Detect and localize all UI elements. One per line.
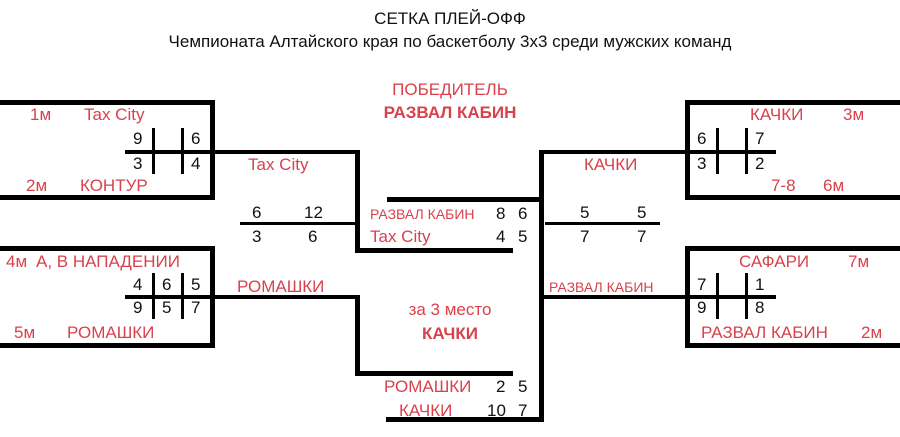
score: 2 (496, 377, 506, 396)
score: 6 (518, 204, 528, 223)
score: 9 (133, 129, 143, 148)
score: 7 (637, 227, 647, 246)
team-name: РАЗВАЛ КАБИН (701, 323, 828, 342)
bracket-line (539, 295, 689, 299)
bracket-line (387, 197, 543, 202)
team-seed: 1м (30, 105, 52, 124)
score: 5 (518, 227, 528, 246)
bracket-line (685, 246, 900, 251)
bracket-line (125, 150, 360, 154)
score: 5 (162, 298, 172, 317)
advancing-team: КАЧКИ (584, 155, 638, 174)
team-seed: 6м (823, 176, 845, 195)
score: 8 (755, 298, 765, 317)
bracket-line (745, 273, 748, 319)
score: 5 (518, 377, 528, 396)
team-name: КОНТУР (80, 176, 148, 195)
advancing-team: РАЗВАЛ КАБИН (549, 279, 654, 295)
team-seed: 2м (861, 323, 883, 342)
bracket-line (355, 150, 360, 253)
team-name: 7-8 (771, 176, 796, 195)
bracket-line (125, 295, 360, 299)
score: 2 (755, 154, 765, 173)
score: 6 (697, 129, 707, 148)
bracket-line (0, 100, 215, 105)
bracket-line (240, 222, 358, 225)
third-place-label: за 3 место (408, 300, 492, 319)
third-match-team: РОМАШКИ (384, 377, 472, 396)
final-team: РАЗВАЛ КАБИН (370, 206, 475, 222)
bracket-line (685, 100, 900, 105)
final-team: Tax City (370, 227, 431, 246)
score: 3 (697, 154, 707, 173)
bracket-line (685, 343, 900, 348)
team-seed: 3м (843, 105, 865, 124)
score: 7 (191, 298, 201, 317)
score: 6 (252, 203, 262, 222)
team-seed: 7м (848, 252, 870, 271)
third-place-team: КАЧКИ (422, 324, 478, 343)
score: 5 (191, 275, 201, 294)
bracket-line (355, 371, 513, 376)
bracket-line (685, 295, 776, 299)
score: 5 (580, 203, 590, 222)
score: 6 (308, 227, 318, 246)
team-seed: 2м (26, 176, 48, 195)
team-name: КАЧКИ (750, 105, 804, 124)
bracket-line (716, 273, 719, 319)
bracket-line (152, 273, 155, 319)
score: 6 (162, 275, 172, 294)
winner-label: ПОБЕДИТЕЛЬ (392, 80, 508, 99)
advancing-team: Tax City (248, 155, 309, 174)
bracket-line (355, 295, 360, 376)
team-name: САФАРИ (739, 252, 810, 271)
team-seed: 4м (6, 252, 28, 271)
team-name: А, В НАПАДЕНИИ (36, 252, 180, 271)
bracket-line (745, 128, 748, 174)
score: 1 (755, 275, 765, 294)
bracket-line (0, 343, 215, 348)
score: 6 (191, 129, 201, 148)
bracket-line (685, 150, 776, 154)
score: 4 (133, 275, 143, 294)
bracket-line (181, 128, 184, 174)
advancing-team: РОМАШКИ (237, 277, 325, 296)
score: 7 (580, 227, 590, 246)
score: 10 (487, 401, 506, 420)
bracket-line (0, 195, 215, 200)
bracket-line (716, 128, 719, 174)
bracket-line (355, 248, 513, 253)
score: 4 (191, 154, 201, 173)
score: 5 (637, 203, 647, 222)
page-subtitle: Чемпионата Алтайского края по баскетболу… (168, 32, 732, 51)
third-match-team: КАЧКИ (399, 401, 453, 420)
bracket-line (539, 150, 689, 154)
score: 3 (133, 154, 143, 173)
bracket-line (545, 222, 660, 225)
score: 9 (697, 298, 707, 317)
bracket-line (181, 273, 184, 319)
page-title: СЕТКА ПЛЕЙ-ОФФ (374, 9, 526, 28)
bracket-line (152, 128, 155, 174)
bracket-line (685, 195, 900, 200)
score: 9 (133, 298, 143, 317)
score: 8 (496, 204, 506, 223)
bracket-line (0, 246, 215, 251)
score: 7 (755, 129, 765, 148)
team-name: РОМАШКИ (67, 323, 155, 342)
score: 7 (697, 275, 707, 294)
bracket-line (386, 417, 543, 422)
team-seed: 5м (14, 323, 36, 342)
winner-team: РАЗВАЛ КАБИН (383, 103, 517, 122)
team-name: Tax City (84, 105, 145, 124)
score: 7 (518, 401, 528, 420)
score: 4 (496, 227, 506, 246)
score: 3 (252, 227, 262, 246)
score: 12 (304, 203, 323, 222)
bracket-line (539, 150, 544, 422)
